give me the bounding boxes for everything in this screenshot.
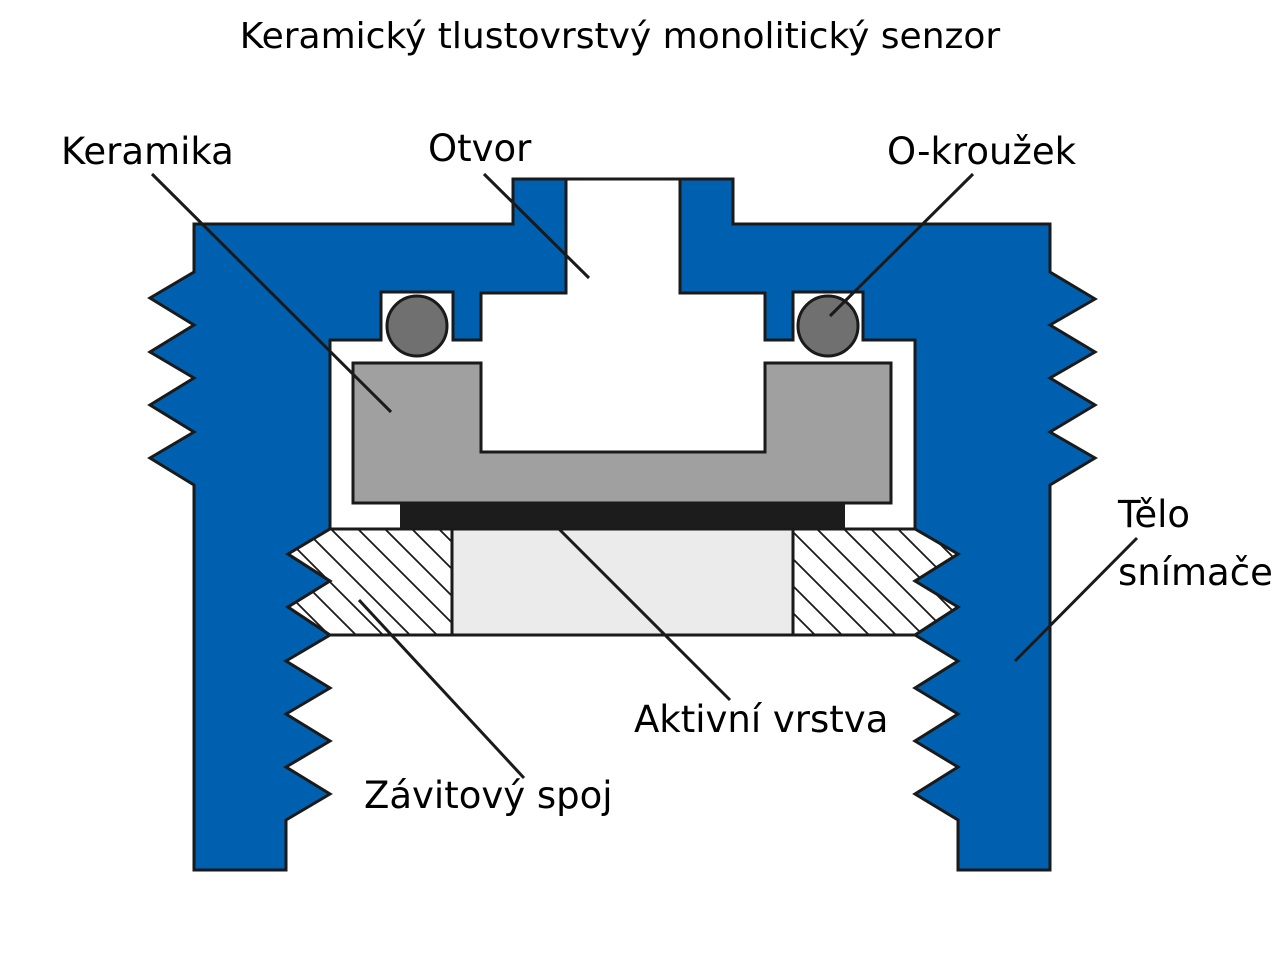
leader-body: [1013, 536, 1139, 663]
leader-ceramic: [150, 172, 393, 414]
hatch-line: [0, 500, 84, 660]
label-active-layer: Aktivní vrstva: [634, 698, 888, 741]
ceramic-element: [351, 361, 893, 505]
o-ring-left: [385, 294, 449, 358]
hatch-line: [32, 500, 192, 660]
label-body-line1: Tělo: [1117, 493, 1190, 536]
hatch-line: [0, 500, 3, 660]
label-thread-joint: Závitový spoj: [364, 774, 613, 817]
label-ceramic: Keramika: [61, 130, 234, 173]
hatch-line: [0, 500, 30, 660]
hatch-line: [1274, 500, 1280, 660]
label-o-ring: O-kroužek: [887, 130, 1077, 173]
leader-opening: [482, 172, 591, 280]
o-ring-right: [796, 294, 860, 358]
leader-thread-joint: [357, 598, 526, 780]
active-layer: [400, 503, 845, 528]
hatch-line: [301, 529, 463, 635]
label-opening: Otvor: [428, 127, 532, 170]
leader-active-layer: [556, 526, 732, 702]
leader-o-ring: [828, 172, 975, 318]
hatch-line: [0, 500, 138, 660]
hatch-line: [733, 529, 895, 635]
hatch-line: [288, 529, 436, 635]
insert-block: [450, 527, 795, 637]
hatch-line: [0, 500, 111, 660]
diagram-title: Keramický tlustovrstvý monolitický senzo…: [240, 16, 1001, 57]
hatch-line: [760, 529, 922, 635]
hatch-line: [5, 500, 165, 660]
sensor-body: [147, 177, 1098, 872]
label-body-line2: snímače: [1118, 551, 1273, 594]
hatch-line: [0, 500, 57, 660]
